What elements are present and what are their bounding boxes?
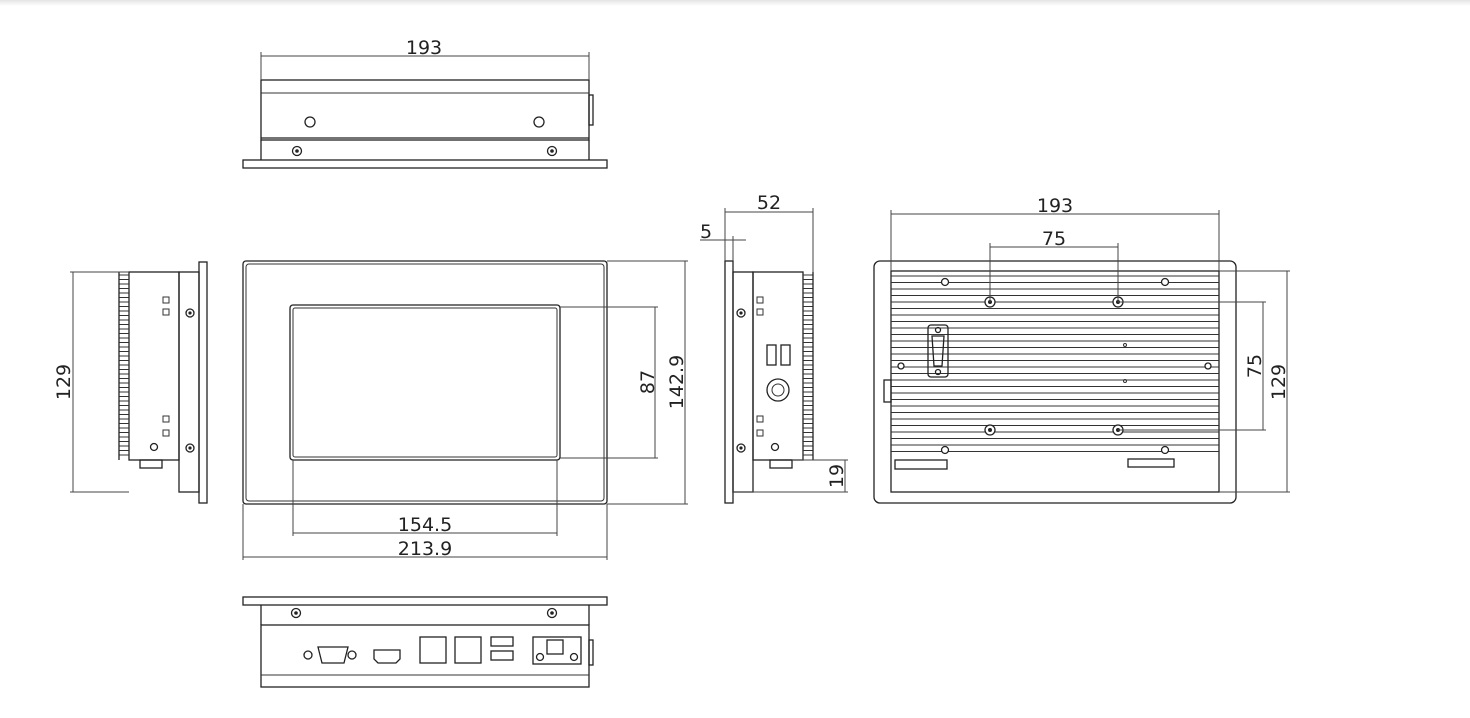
rear-view	[873, 210, 1290, 504]
dim-screen-width: 154.5	[398, 514, 452, 536]
dim-top-view-width: 193	[406, 37, 442, 59]
dim-side-depth: 52	[757, 192, 781, 214]
dim-outer-height: 142.9	[666, 355, 688, 409]
front-view	[242, 260, 688, 560]
bottom-view	[242, 596, 608, 688]
dim-rear-height: 129	[1268, 364, 1290, 400]
left-side-view	[70, 261, 208, 504]
dim-rear-hole-spacing-x: 75	[1042, 228, 1066, 250]
dim-outer-width: 213.9	[398, 538, 452, 560]
dim-left-view-height: 129	[53, 364, 75, 400]
dim-side-offset: 19	[826, 464, 848, 488]
top-view	[242, 52, 608, 169]
viewer-top-edge	[0, 0, 1470, 6]
dim-rear-hole-spacing-y: 75	[1244, 354, 1266, 378]
dim-screen-height: 87	[637, 370, 659, 394]
dim-rear-width: 193	[1037, 195, 1073, 217]
right-side-view	[700, 208, 848, 504]
dim-side-bezel: 5	[700, 221, 712, 243]
